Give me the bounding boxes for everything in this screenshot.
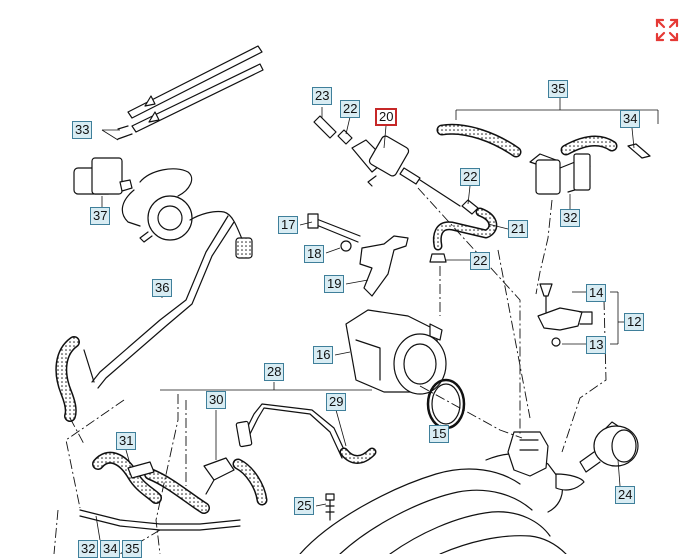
bolt-25: [325, 493, 335, 521]
part-callout-33[interactable]: 33: [72, 121, 93, 139]
part-callout-37[interactable]: 37: [90, 207, 111, 225]
expand-arrows-icon: [655, 18, 679, 42]
line-assembly-28: [79, 403, 377, 531]
cable-tie-parts: [117, 45, 264, 140]
bracket-19: [307, 213, 409, 297]
part-callout-21[interactable]: 21: [508, 220, 529, 238]
hose-21: [429, 199, 498, 263]
part-callout-28[interactable]: 28: [264, 363, 285, 381]
part-callout-35-bottom[interactable]: 35: [122, 540, 143, 558]
expand-fullscreen-button[interactable]: [654, 17, 680, 43]
part-callout-16[interactable]: 16: [313, 346, 334, 364]
part-callout-24[interactable]: 24: [615, 486, 636, 504]
part-callout-25[interactable]: 25: [294, 497, 315, 515]
cap-24: [579, 421, 639, 473]
part-callout-17[interactable]: 17: [278, 216, 299, 234]
throttle-body-16: [345, 309, 447, 395]
part-callout-30[interactable]: 30: [206, 391, 227, 409]
part-callout-29[interactable]: 29: [326, 393, 347, 411]
part-callout-15[interactable]: 15: [429, 425, 450, 443]
valve-assembly-37: [73, 157, 253, 259]
hose-set-35: [436, 123, 651, 195]
valve-assembly-20: [313, 115, 461, 207]
gasket-ring-15: [426, 378, 466, 430]
part-callout-19[interactable]: 19: [324, 275, 345, 293]
part-callout-31[interactable]: 31: [116, 432, 137, 450]
part-callout-22-middle[interactable]: 22: [460, 168, 481, 186]
part-callout-32-right[interactable]: 32: [560, 209, 581, 227]
vacuum-line-36: [55, 215, 235, 422]
part-callout-32-bottom[interactable]: 32: [78, 540, 99, 558]
part-callout-22-lower[interactable]: 22: [470, 252, 491, 270]
part-callout-13[interactable]: 13: [586, 336, 607, 354]
part-callout-12[interactable]: 12: [624, 313, 645, 331]
part-callout-22-top[interactable]: 22: [340, 100, 361, 118]
part-callout-23[interactable]: 23: [312, 87, 333, 105]
part-callout-18[interactable]: 18: [304, 245, 325, 263]
intake-manifold: [299, 431, 585, 554]
part-callout-34-bottom[interactable]: 34: [100, 540, 121, 558]
part-callout-34-top[interactable]: 34: [620, 110, 641, 128]
part-callout-14[interactable]: 14: [586, 284, 607, 302]
part-callout-36[interactable]: 36: [152, 279, 173, 297]
sensor-14: [537, 283, 593, 347]
part-callout-35[interactable]: 35: [548, 80, 569, 98]
part-callout-20-selected[interactable]: 20: [375, 108, 398, 126]
